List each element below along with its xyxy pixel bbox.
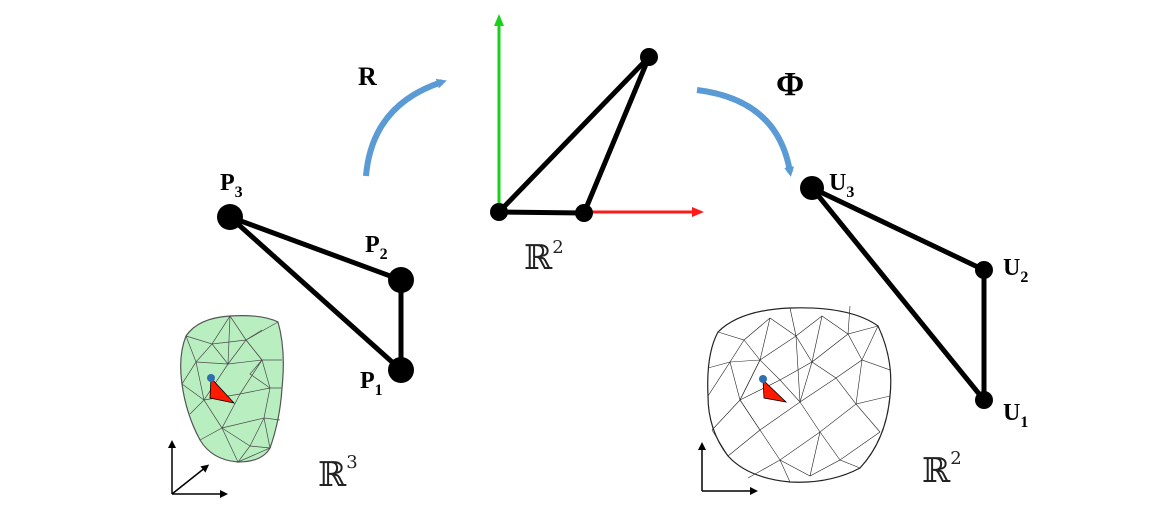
- label-p2: P2: [365, 232, 388, 263]
- axes-2d: [698, 442, 758, 495]
- space-r3: ℝ3: [318, 452, 358, 495]
- label-u2: U2: [1003, 255, 1028, 286]
- face-mesh-3d: [180, 315, 284, 463]
- vertex-u3: [800, 176, 824, 200]
- label-p1: P1: [360, 368, 383, 399]
- label-p3: P3: [220, 170, 243, 201]
- triangle-3d: [217, 204, 414, 383]
- vertex-p3: [217, 204, 243, 230]
- rotation-label: R: [358, 62, 377, 91]
- rotated-vertex-x: [575, 204, 593, 222]
- axes-3d: [168, 440, 228, 498]
- highlight-triangle-2d: [762, 379, 788, 403]
- rotation-arrow: [363, 78, 447, 177]
- rotated-vertex-origin: [490, 203, 508, 221]
- vertex-dot-2d: [759, 375, 767, 383]
- space-r2-right: ℝ2: [922, 448, 962, 491]
- vertex-p1: [388, 357, 414, 383]
- vertex-dot-3d: [207, 374, 215, 382]
- vertex-p2: [388, 267, 414, 293]
- space-r2-middle: ℝ2: [524, 237, 564, 278]
- highlight-triangle-3d: [209, 377, 236, 404]
- vertex-u2: [975, 261, 993, 279]
- rotated-triangle: [490, 48, 658, 222]
- face-mesh-2d: [707, 305, 892, 483]
- triangle-2d: [800, 176, 993, 409]
- mapping-label: Φ: [776, 66, 804, 103]
- rotated-vertex-top: [640, 48, 658, 66]
- label-u3: U3: [829, 170, 854, 201]
- label-u1: U1: [1003, 400, 1028, 431]
- mapping-arrow: [696, 87, 795, 177]
- vertex-u1: [975, 391, 993, 409]
